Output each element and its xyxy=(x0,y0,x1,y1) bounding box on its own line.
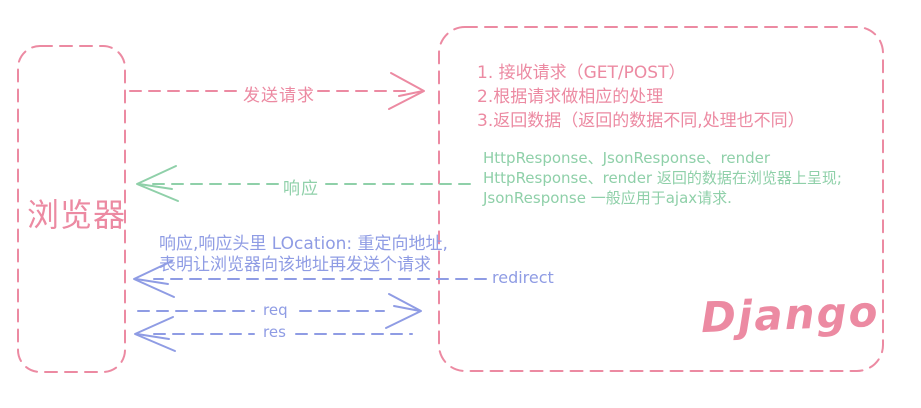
response-note-1: HttpResponse、JsonResponse、render xyxy=(483,149,771,167)
django-step-3: 3.返回数据（返回的数据不同,处理也不同） xyxy=(477,111,805,131)
django-response-notes: HttpResponse、JsonResponse、render HttpRes… xyxy=(483,148,842,208)
send-request-label: 发送请求 xyxy=(243,86,315,106)
redirect-note-line2: 表明让浏览器向该地址再发送个请求 xyxy=(159,255,431,275)
redirect-arrow xyxy=(133,260,487,298)
send-request-arrow xyxy=(129,72,425,110)
res-arrowhead-icon xyxy=(134,316,176,352)
response-arrow xyxy=(136,165,471,202)
req-arrow xyxy=(137,293,422,329)
browser-box-label: 浏览器 xyxy=(27,196,127,234)
redirect-note-line1: 响应,响应头里 LOcation: 重定向地址, xyxy=(159,234,448,254)
redirect-arrowhead-icon xyxy=(133,260,175,298)
django-box-title: Django xyxy=(700,286,881,343)
res-arrow xyxy=(134,316,413,352)
response-arrowhead-icon xyxy=(136,165,179,202)
response-label: 响应 xyxy=(283,179,319,199)
django-step-2: 2.根据请求做相应的处理 xyxy=(477,87,664,107)
res-label: res xyxy=(263,323,286,341)
redirect-label: redirect xyxy=(492,268,554,287)
response-note-2: HttpResponse、render 返回的数据在浏览器上呈现; xyxy=(483,169,842,187)
django-steps-list: 1. 接收请求（GET/POST） 2.根据请求做相应的处理 3.返回数据（返回… xyxy=(477,61,805,133)
django-step-1: 1. 接收请求（GET/POST） xyxy=(477,63,686,83)
browser-box-outline xyxy=(17,45,126,373)
req-label: req xyxy=(263,301,288,319)
django-box-outline xyxy=(438,26,884,372)
response-note-3: JsonResponse 一般应用于ajax请求. xyxy=(483,189,732,207)
